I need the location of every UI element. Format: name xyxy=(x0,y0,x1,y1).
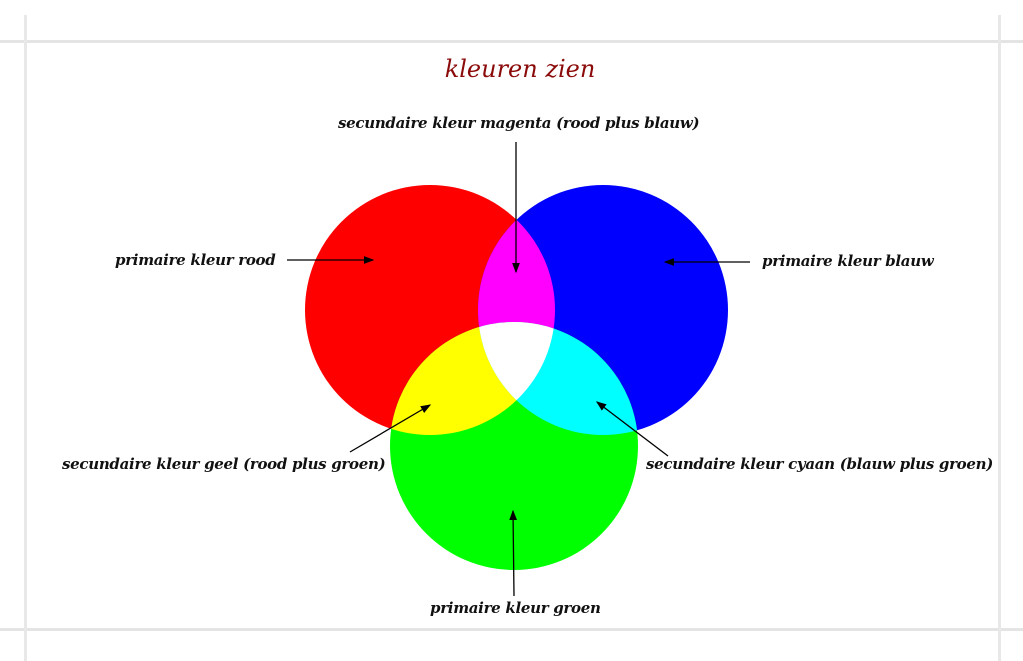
frame-bottom xyxy=(0,628,1023,631)
label-magenta: secundaire kleur magenta (rood plus blau… xyxy=(338,114,700,132)
arrow-green xyxy=(509,509,518,597)
arrow-yellow xyxy=(349,404,432,453)
label-cyan: secundaire kleur cyaan (blauw plus groen… xyxy=(646,455,994,473)
yellow-overlap xyxy=(390,322,555,435)
cyan-overlap xyxy=(478,322,638,435)
frame-right xyxy=(998,15,1001,661)
label-green: primaire kleur groen xyxy=(430,599,601,617)
diagram-title: kleuren zien xyxy=(444,55,596,83)
label-blue: primaire kleur blauw xyxy=(762,252,934,270)
label-yellow: secundaire kleur geel (rood plus groen) xyxy=(62,455,386,473)
frame-left xyxy=(24,15,27,661)
frame-top xyxy=(0,40,1023,43)
arrow-cyan xyxy=(595,401,669,457)
label-red: primaire kleur rood xyxy=(115,251,276,269)
